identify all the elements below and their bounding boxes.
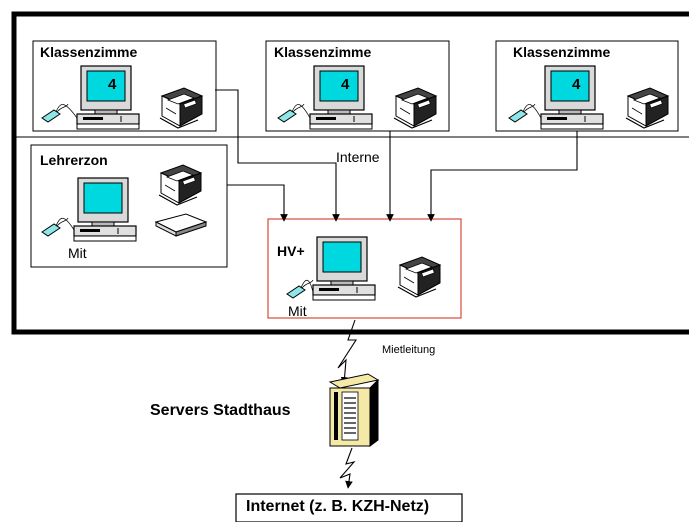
server-tower-icon <box>328 373 380 447</box>
screen-label: 4 <box>572 76 581 93</box>
classroom-1-title: Klassenzimme <box>40 44 138 60</box>
screen-label: 4 <box>341 76 350 93</box>
internet-mid-label: Interne <box>336 149 380 165</box>
classroom-3-title: Klassenzimme <box>513 44 611 60</box>
hv-note: Mit <box>288 303 307 319</box>
teacher-zone-title: Lehrerzon <box>40 152 108 168</box>
computer-icon <box>312 236 376 301</box>
link-classroom-3 <box>427 131 578 222</box>
internet-box-label: Internet (z. B. KZH-Netz) <box>246 498 430 515</box>
leased-line-label: Mietleitung <box>382 344 436 356</box>
link-teacher-zone <box>227 184 288 222</box>
classroom-2-title: Klassenzimme <box>274 44 372 60</box>
hv-title: HV+ <box>277 243 305 259</box>
computer-icon <box>73 177 137 242</box>
lightning-link-icon <box>337 319 358 385</box>
teacher-zone-box <box>30 144 228 268</box>
link-classroom-1 <box>215 89 340 222</box>
teacher-zone-note: Mit <box>68 245 87 261</box>
building-outline <box>11 11 689 335</box>
lightning-link-icon <box>339 447 356 489</box>
servers-label: Servers Stadthaus <box>150 402 291 419</box>
internet-box <box>235 493 463 522</box>
screen-label: 4 <box>108 76 117 93</box>
